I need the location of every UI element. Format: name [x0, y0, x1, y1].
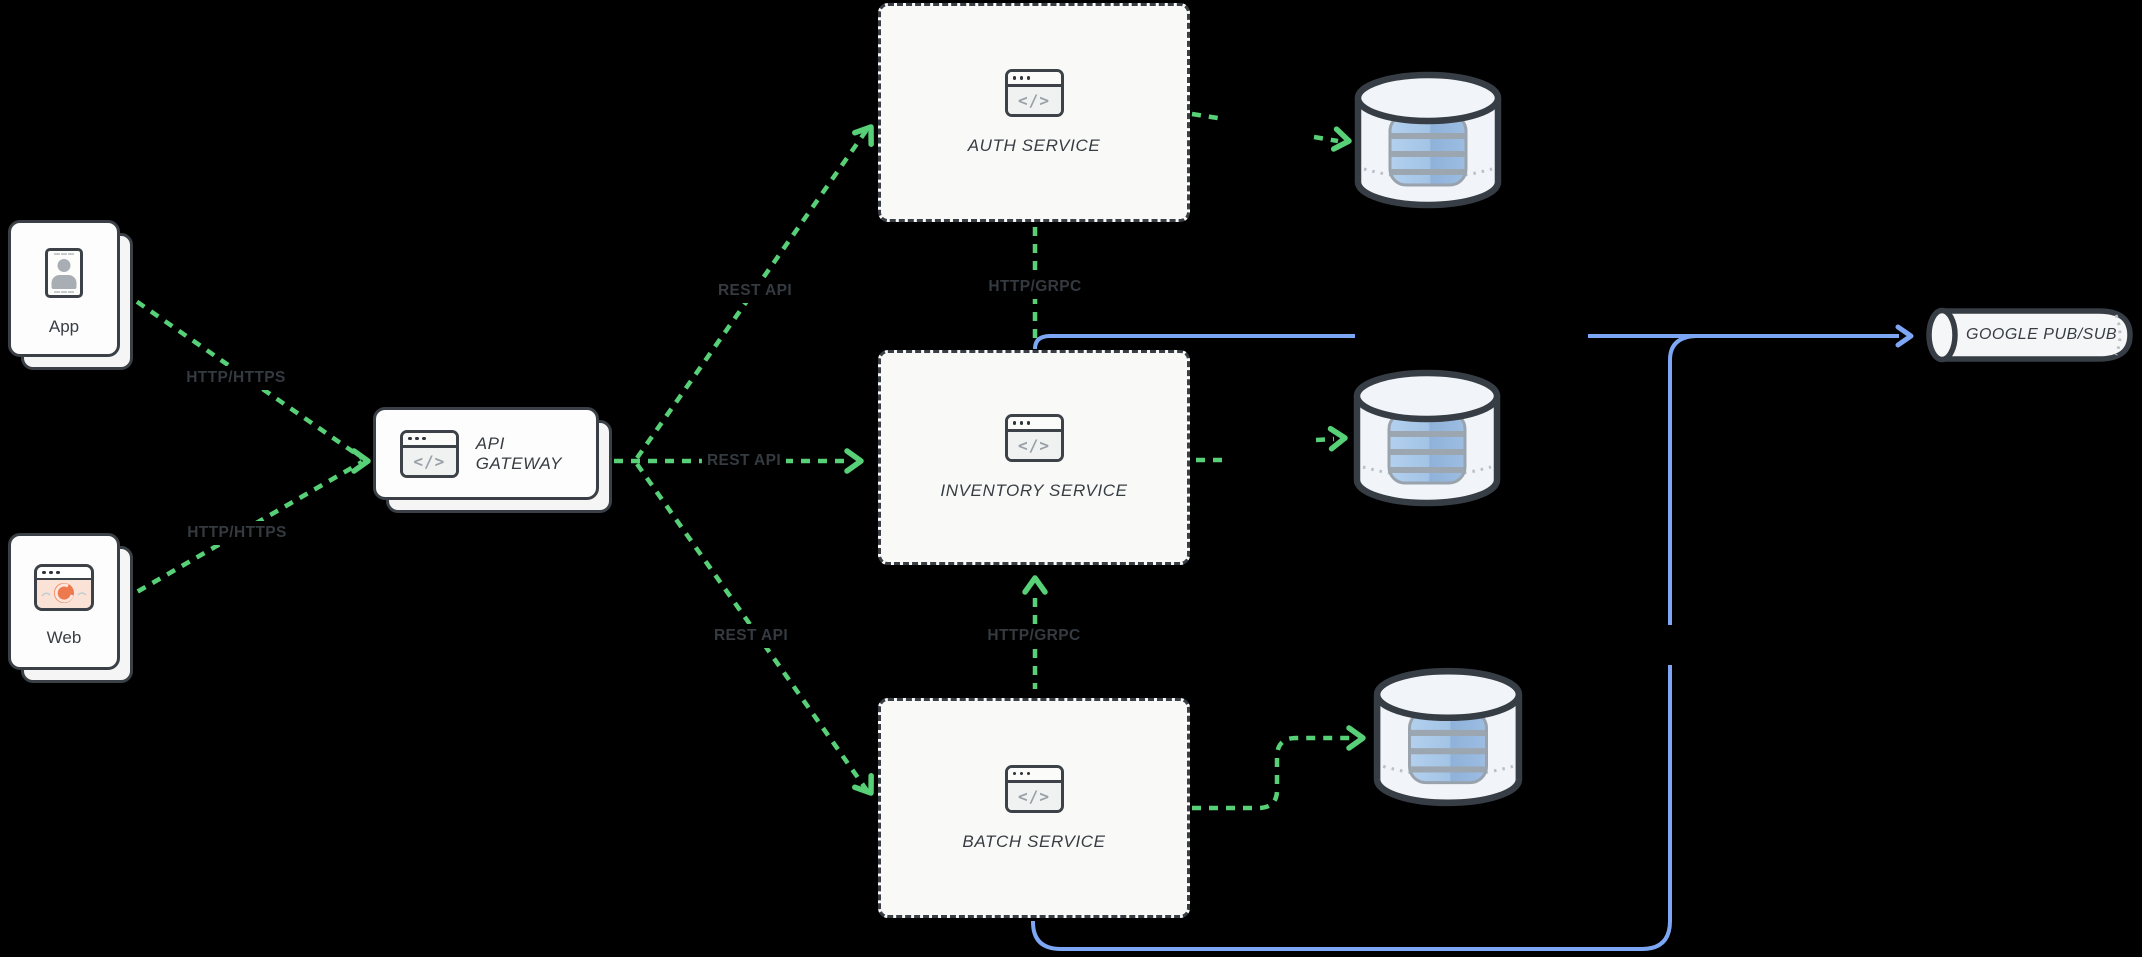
edge-label-rest-api-batch: REST API — [708, 624, 794, 648]
node-web[interactable]: Web — [8, 533, 133, 683]
inventory-database-cylinder-icon[interactable] — [1357, 373, 1497, 503]
arrowhead-into-pubsub — [1895, 324, 1914, 348]
edge-inventory-to-pubsub-left — [1033, 334, 1355, 350]
edge-label-http-grpc-bottom: HTTP/GRPC — [982, 624, 1086, 648]
node-inventory-service[interactable]: </> INVENTORY SERVICE — [878, 350, 1190, 565]
pubsub-queue-cylinder-icon[interactable] — [1926, 307, 2133, 363]
app-label: App — [48, 317, 80, 336]
node-api-gateway[interactable]: </> API GATEWAY — [373, 407, 612, 513]
arrowhead-grpc-up — [1022, 575, 1048, 595]
node-app[interactable]: App — [8, 220, 133, 370]
edge-auth-to-authdb — [1191, 111, 1339, 144]
gateway-label: API GATEWAY — [475, 433, 563, 473]
arrowhead-into-inventorydb — [1327, 425, 1348, 452]
auth-service-label: AUTH SERVICE — [967, 136, 1101, 155]
edge-label-web-http-https: HTTP/HTTPS — [182, 521, 292, 545]
arrowhead-into-inventory — [844, 448, 864, 474]
browser-window-icon — [34, 564, 94, 611]
inventory-service-label: INVENTORY SERVICE — [940, 481, 1128, 500]
pubsub-label: GOOGLE PUB/SUB — [1966, 326, 2118, 343]
edge-label-app-http-https: HTTP/HTTPS — [181, 366, 291, 390]
arrowhead-into-batch — [852, 773, 874, 796]
edge-batch-to-batchdb — [1192, 735, 1350, 811]
arrowhead-into-authdb — [1330, 126, 1352, 152]
code-window-icon: </> — [1004, 764, 1064, 813]
auth-database-cylinder-icon[interactable] — [1358, 75, 1498, 205]
code-window-icon: </> — [400, 429, 459, 478]
arrowhead-into-batchdb — [1346, 725, 1366, 751]
edge-batch-loop-up — [1668, 334, 1697, 625]
pubsub-body — [1939, 308, 2133, 362]
arrowhead-into-auth — [852, 124, 874, 147]
node-batch-service[interactable]: </> BATCH SERVICE — [878, 698, 1190, 918]
edge-label-http-grpc-top: HTTP/GRPC — [983, 275, 1087, 299]
code-window-icon: </> — [1004, 69, 1064, 117]
node-auth-service[interactable]: </> AUTH SERVICE — [878, 3, 1190, 222]
arrowhead-into-gateway — [351, 448, 371, 474]
batch-database-cylinder-icon[interactable] — [1377, 671, 1519, 803]
contact-badge-icon — [45, 248, 83, 298]
web-label: Web — [46, 628, 82, 647]
code-window-icon: </> — [1004, 414, 1064, 462]
edge-batch-loop-bottom — [1031, 665, 1672, 951]
web-logo-icon — [41, 583, 87, 603]
batch-service-label: BATCH SERVICE — [962, 831, 1106, 851]
pubsub-left-cap — [1926, 307, 1958, 363]
edge-inventory-to-inventorydb — [1196, 436, 1335, 463]
edge-label-rest-api-auth: REST API — [712, 279, 798, 303]
edge-app-to-gateway — [121, 290, 364, 460]
edge-label-rest-api-inventory: REST API — [701, 449, 787, 473]
